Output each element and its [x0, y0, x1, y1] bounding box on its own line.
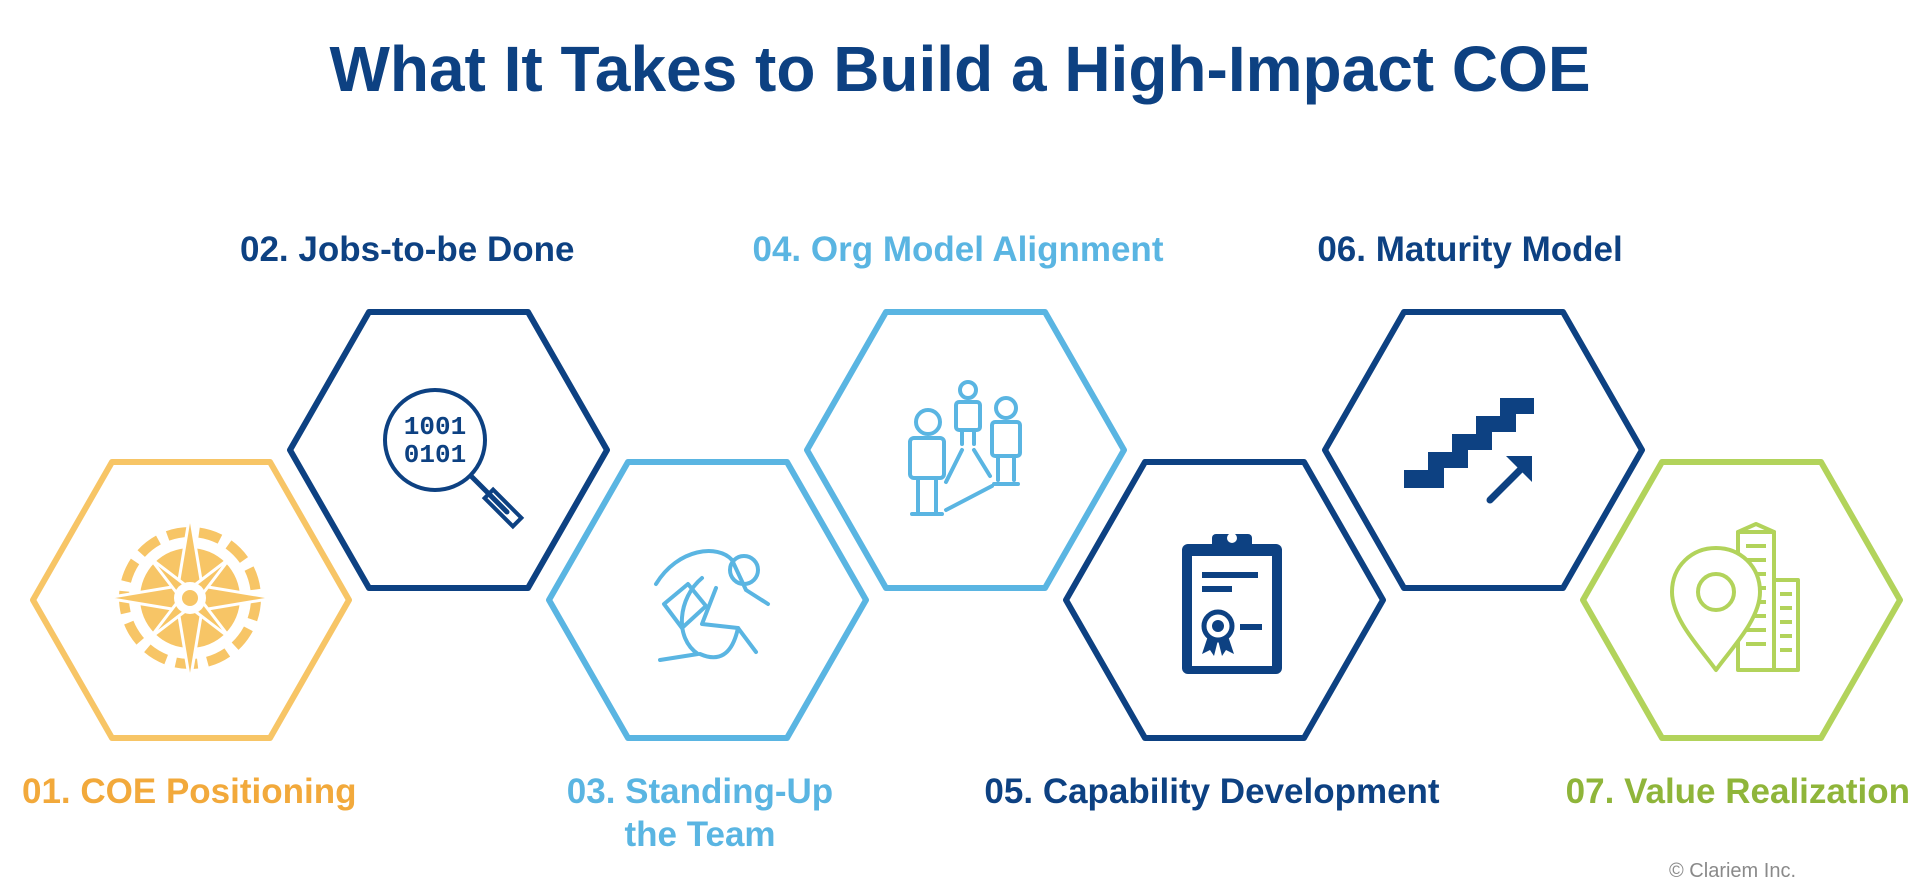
hexagon-02-jobs-to-be-done: 1001 0101 [287, 309, 610, 591]
copyright-notice: © Clariem Inc. [1669, 860, 1796, 882]
step-text-07: Value Realization [1624, 772, 1910, 811]
org-people-icon [908, 380, 1022, 516]
step-number-03: 03. [566, 772, 616, 811]
step-number-01: 01. [22, 772, 71, 811]
step-label-07: 07. Value Realization [1540, 770, 1910, 813]
location-buildings-icon [1670, 522, 1800, 672]
certificate-clipboard-icon [1182, 533, 1282, 674]
step-label-01: 01. COE Positioning [22, 770, 362, 813]
step-text-03: Standing-Up [625, 772, 834, 811]
svg-text:1001: 1001 [404, 412, 466, 442]
step-number-04: 04. [752, 230, 802, 269]
running-person-icon [654, 549, 770, 662]
step-text-03-line2: the Team [624, 815, 776, 854]
step-label-02: 02. Jobs-to-be Done [240, 228, 660, 271]
hexagon-05-capability-development [1063, 459, 1386, 741]
hexagon-07-value-realization [1580, 459, 1903, 741]
hexagon-01-coe-positioning [30, 459, 352, 741]
step-number-05: 05. [984, 772, 1034, 811]
step-label-06: 06. Maturity Model [1290, 228, 1650, 271]
binary-search-icon: 1001 0101 [383, 388, 525, 530]
step-text-06: Maturity Model [1375, 230, 1623, 269]
hexagon-04-org-model-alignment [804, 309, 1127, 591]
step-text-05: Capability Development [1042, 772, 1440, 811]
page-title: What It Takes to Build a High-Impact COE [329, 33, 1591, 105]
step-text-04: Org Model Alignment [810, 230, 1164, 269]
step-label-03: 03. Standing-Up the Team [530, 770, 870, 856]
step-number-07: 07. [1565, 772, 1615, 811]
hexagon-06-maturity-model [1322, 309, 1645, 591]
step-label-04: 04. Org Model Alignment [708, 228, 1208, 271]
svg-text:0101: 0101 [404, 440, 466, 470]
step-number-06: 06. [1317, 230, 1366, 269]
staircase-growth-icon [1404, 398, 1534, 504]
hexagon-03-standing-up-the-team [546, 459, 869, 741]
step-label-05: 05. Capability Development [962, 770, 1462, 813]
step-text-02: Jobs-to-be Done [298, 230, 575, 269]
step-text-01: COE Positioning [80, 772, 357, 811]
step-number-02: 02. [240, 230, 289, 269]
compass-icon [105, 513, 275, 683]
